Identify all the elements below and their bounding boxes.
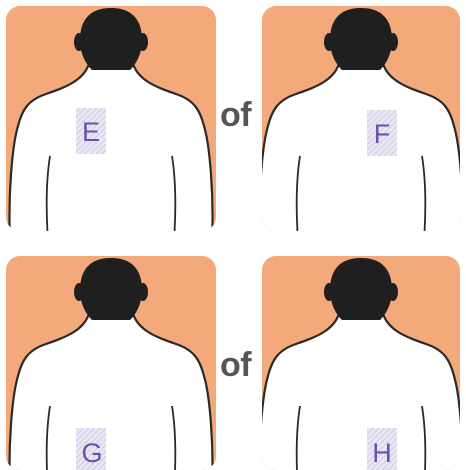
patch-label: G [81,438,102,468]
connector-word-top: of [220,96,251,135]
panel-h: H [262,256,460,470]
panel-e: E [6,6,216,231]
panel-f: F [262,6,460,231]
patch-label: E [82,117,100,147]
patch-label: H [372,438,392,468]
patch-label: F [374,119,391,149]
panel-g: G [6,256,216,470]
connector-word-bottom: of [220,346,251,385]
